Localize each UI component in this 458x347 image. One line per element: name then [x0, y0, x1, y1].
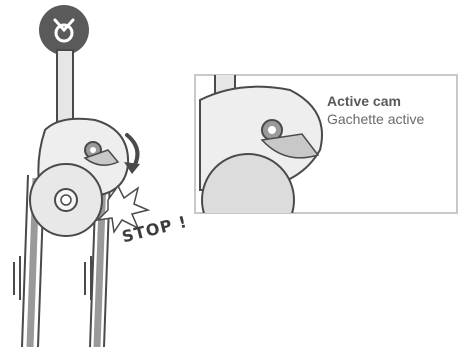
inset-caption: Active cam Gachette active — [327, 92, 424, 128]
inset-title: Active cam — [327, 92, 424, 110]
cam-brake-badge-icon — [39, 5, 89, 55]
inset-subtitle: Gachette active — [327, 110, 424, 128]
